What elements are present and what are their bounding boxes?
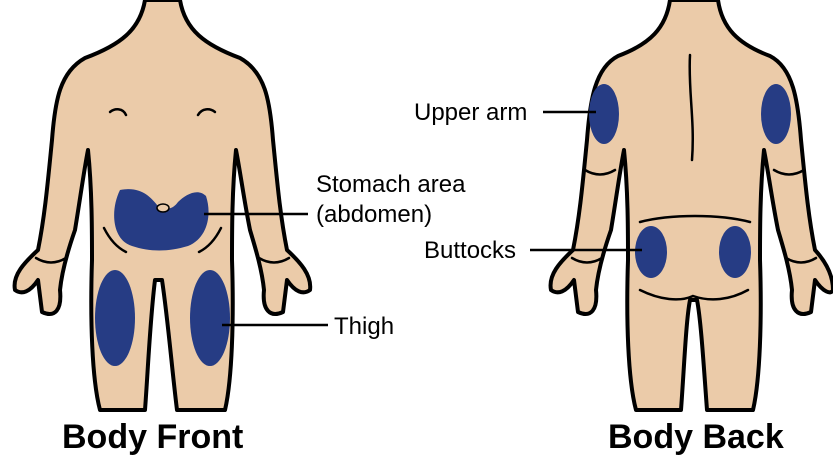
body-back-figure [551, 0, 833, 410]
back-body-outline [551, 0, 833, 410]
back-upper-arm-site-left [589, 84, 619, 144]
body-front-figure [15, 0, 311, 410]
title-body-front: Body Front [62, 418, 243, 456]
front-thigh-site-left [95, 270, 135, 366]
label-stomach-line1: Stomach area [316, 171, 466, 198]
back-buttock-site-right [719, 226, 751, 278]
back-upper-arm-site-right [761, 84, 791, 144]
back-buttock-site-left [635, 226, 667, 278]
label-buttocks: Buttocks [424, 237, 516, 264]
title-body-back: Body Back [608, 418, 784, 456]
navel [157, 204, 169, 212]
front-thigh-site-right [190, 270, 230, 366]
label-thigh: Thigh [334, 313, 394, 340]
label-upper-arm: Upper arm [414, 99, 527, 126]
label-stomach-line2: (abdomen) [316, 201, 432, 228]
